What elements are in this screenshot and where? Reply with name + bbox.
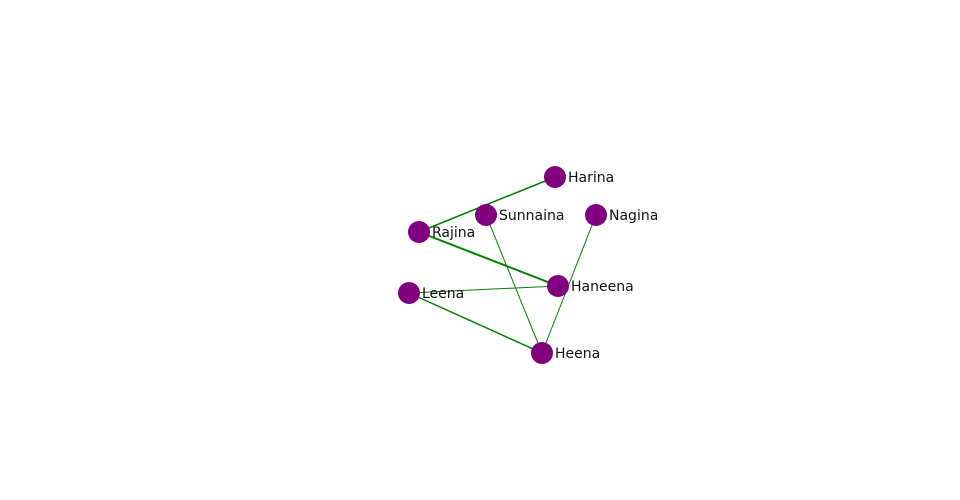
node-label: Rajina [432, 225, 475, 241]
node-circle[interactable] [547, 275, 569, 297]
node-circle[interactable] [544, 166, 566, 188]
node-label: Sunnaina [499, 208, 564, 224]
node-circle[interactable] [585, 204, 607, 226]
node-nagina[interactable]: Nagina [585, 204, 658, 226]
node-label: Heena [555, 346, 600, 362]
node-label: Harina [568, 170, 614, 186]
node-circle[interactable] [398, 282, 420, 304]
node-circle[interactable] [408, 221, 430, 243]
node-sunnaina[interactable]: Sunnaina [475, 204, 564, 226]
node-label: Nagina [609, 208, 658, 224]
edge-leena-heena [408, 292, 543, 354]
edges-layer [408, 176, 597, 354]
edge-nagina-heena [541, 214, 597, 354]
node-haneena[interactable]: Haneena [547, 275, 634, 297]
node-heena[interactable]: Heena [531, 342, 600, 364]
node-label: Haneena [571, 279, 634, 295]
node-rajina[interactable]: Rajina [408, 221, 475, 243]
node-label: Leena [422, 286, 464, 302]
edge-sunnaina-heena [485, 214, 543, 354]
node-harina[interactable]: Harina [544, 166, 614, 188]
node-leena[interactable]: Leena [398, 282, 464, 304]
edge-leena-haneena [408, 285, 559, 294]
node-circle[interactable] [475, 204, 497, 226]
node-circle[interactable] [531, 342, 553, 364]
edge-rajina-haneena [418, 231, 559, 287]
